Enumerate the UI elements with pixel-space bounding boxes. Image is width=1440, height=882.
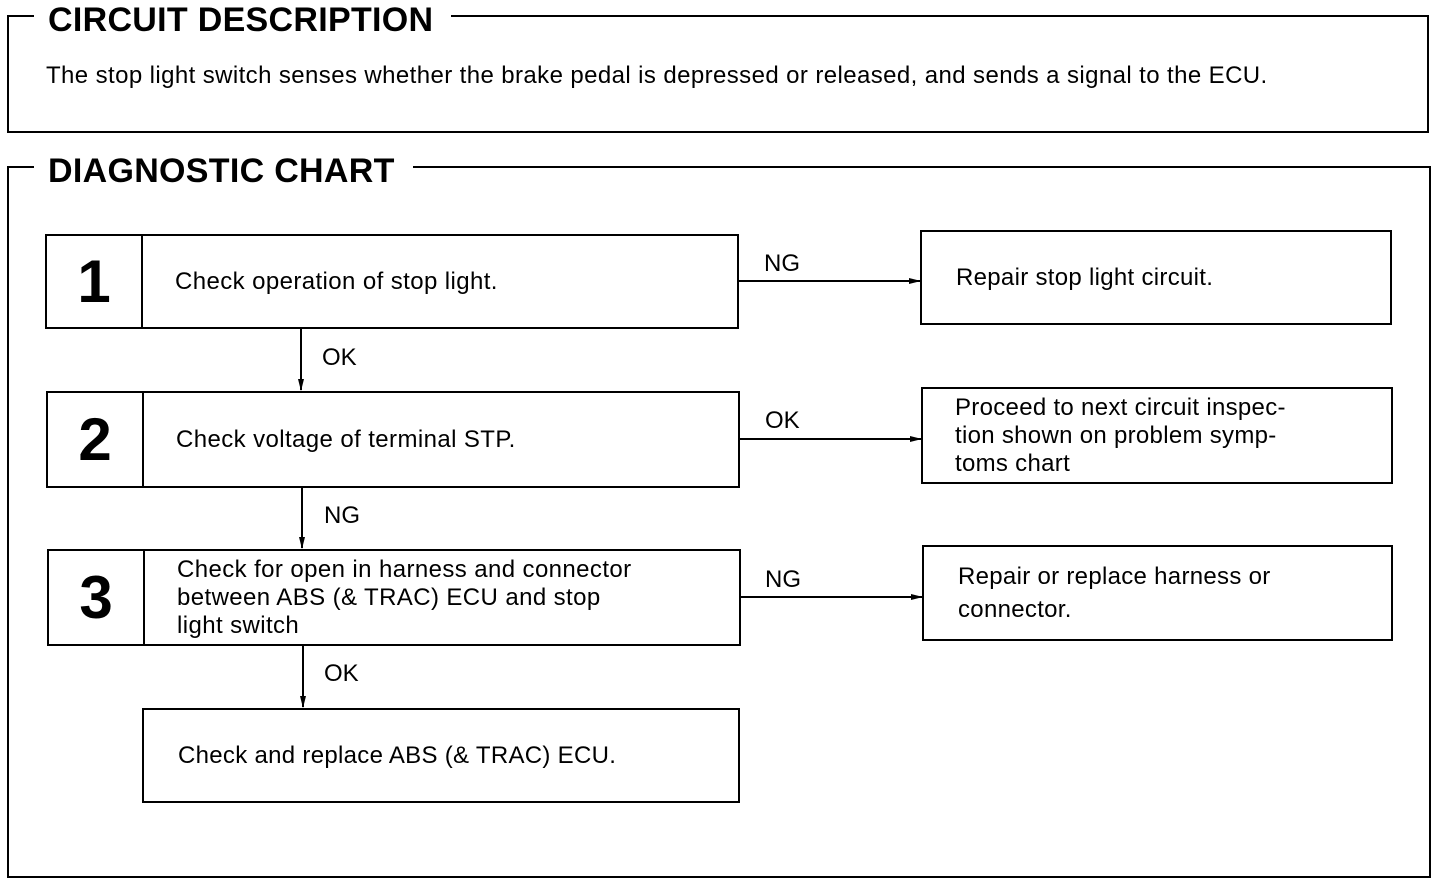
step-2-text: Check voltage of terminal STP. [176, 425, 516, 453]
step-3-line-1: Check for open in harness and connector [177, 555, 632, 583]
step-2-box: 2 Check voltage of terminal STP. [46, 391, 740, 488]
result-2-line-3: toms chart [955, 449, 1071, 477]
circuit-description-frame [7, 15, 1429, 133]
step-3-line-3: light switch [177, 611, 300, 639]
label-step2-ng: NG [324, 502, 360, 529]
step-3-text: Check for open in harness and connector … [145, 551, 739, 644]
step-1-box: 1 Check operation of stop light. [45, 234, 739, 329]
result-3-box: Repair or replace harness or connector. [922, 545, 1393, 641]
final-step-box: Check and replace ABS (& TRAC) ECU. [142, 708, 740, 803]
result-3-line-1: Repair or replace harness or [958, 563, 1271, 590]
result-1-box: Repair stop light circuit. [920, 230, 1392, 325]
diagnostic-chart-frame [7, 166, 1431, 878]
step-3-box: 3 Check for open in harness and connecto… [47, 549, 741, 646]
final-step-text: Check and replace ABS (& TRAC) ECU. [178, 741, 617, 769]
label-step1-ng: NG [764, 250, 800, 277]
result-1-text: Repair stop light circuit. [956, 263, 1214, 291]
label-step1-ok: OK [322, 344, 357, 371]
result-3-line-2: connector. [958, 596, 1072, 623]
result-2-line-2: tion shown on problem symp- [955, 421, 1277, 449]
step-2-number: 2 [48, 393, 144, 486]
step-3-number: 3 [49, 551, 145, 644]
label-step3-ng: NG [765, 566, 801, 593]
step-1-number: 1 [47, 236, 143, 327]
circuit-description-title: CIRCUIT DESCRIPTION [34, 0, 452, 40]
result-2-box: Proceed to next circuit inspec- tion sho… [921, 387, 1393, 484]
step-3-line-2: between ABS (& TRAC) ECU and stop [177, 583, 601, 611]
label-step3-ok: OK [324, 660, 359, 687]
label-step2-ok: OK [765, 407, 800, 434]
step-1-text: Check operation of stop light. [175, 267, 498, 295]
result-2-line-1: Proceed to next circuit inspec- [955, 393, 1286, 421]
diagnostic-chart-title: DIAGNOSTIC CHART [34, 151, 413, 191]
circuit-description-text: The stop light switch senses whether the… [46, 62, 1268, 89]
